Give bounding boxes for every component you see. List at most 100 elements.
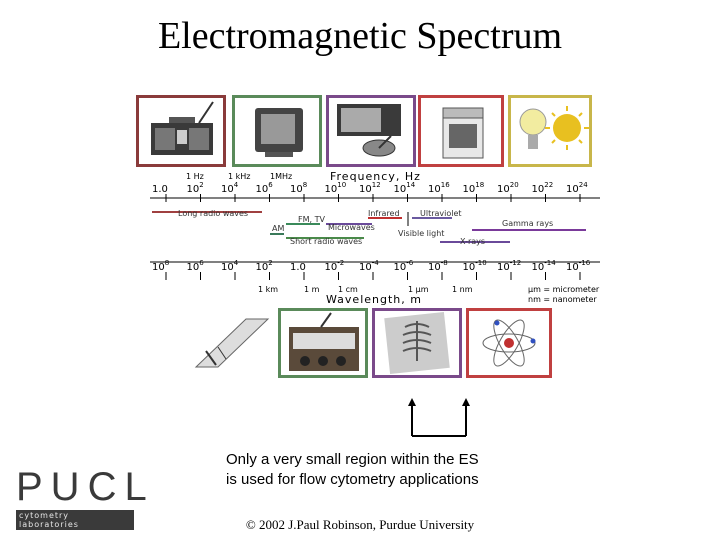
frequency-tick-base: 10 bbox=[497, 184, 510, 195]
frequency-tick-base: 10 bbox=[566, 184, 579, 195]
power-line-icon bbox=[194, 318, 270, 368]
frequency-tick-label: 1.0 bbox=[152, 184, 168, 195]
pucl-logo: PUCL cytometry laboratories bbox=[16, 465, 155, 530]
frequency-tick-base: 10 bbox=[532, 184, 545, 195]
wavelength-tick-label: 10-8 bbox=[428, 259, 448, 273]
wavelength-tick-base: 10 bbox=[497, 262, 510, 273]
oven-icon bbox=[442, 107, 484, 159]
radio-receiver-icon bbox=[289, 312, 359, 371]
atom-icon bbox=[482, 319, 536, 367]
radio-receiver-panel bbox=[278, 308, 368, 378]
freq-unit-1khz: 1 kHz bbox=[228, 172, 250, 181]
wave-unit-1um: 1 μm bbox=[408, 285, 429, 294]
frequency-tick-base: 10 bbox=[463, 184, 476, 195]
ultraviolet-label: Ultraviolet bbox=[420, 209, 462, 218]
wavelength-tick-label: 106 bbox=[187, 259, 205, 273]
frequency-tick-label: 1016 bbox=[428, 181, 450, 195]
frequency-tick-exponent: 22 bbox=[544, 181, 553, 189]
wavelength-tick-exponent: -4 bbox=[372, 259, 380, 267]
atom-panel bbox=[466, 308, 552, 378]
frequency-tick-label: 106 bbox=[256, 181, 274, 195]
gamma-label: Gamma rays bbox=[502, 219, 553, 228]
wavelength-tick-label: 10-16 bbox=[566, 259, 591, 273]
frequency-axis-title: Frequency, Hz bbox=[330, 170, 421, 183]
radio-icon bbox=[151, 101, 214, 155]
wavelength-tick-base: 10 bbox=[359, 262, 372, 273]
frequency-tick-exponent: 10 bbox=[337, 181, 346, 189]
frequency-tick-base: 10 bbox=[256, 184, 269, 195]
frequency-tick-label: 102 bbox=[187, 181, 204, 195]
frequency-tick-label: 1018 bbox=[463, 181, 485, 195]
flow-cytometry-bracket bbox=[408, 398, 470, 437]
wave-unit-1nm: 1 nm bbox=[452, 285, 473, 294]
long-radio-label: Long radio waves bbox=[178, 209, 248, 218]
light-bulb-icon bbox=[519, 106, 589, 150]
wavelength-tick-exponent: 8 bbox=[165, 259, 169, 267]
wavelength-tick-label: 10-12 bbox=[497, 259, 521, 273]
frequency-tick-base: 10 bbox=[187, 184, 200, 195]
wave-unit-1m: 1 m bbox=[304, 285, 320, 294]
frequency-tick-label: 108 bbox=[290, 181, 307, 195]
frequency-tick-label: 104 bbox=[221, 181, 239, 195]
wavelength-tick-label: 102 bbox=[256, 259, 273, 273]
freq-unit-1mhz: 1MHz bbox=[270, 172, 292, 181]
television-panel bbox=[232, 95, 322, 167]
frequency-tick-label: 1022 bbox=[532, 181, 554, 195]
wavelength-tick-exponent: 2 bbox=[268, 259, 272, 267]
wavelength-tick-exponent: -6 bbox=[406, 259, 414, 267]
wavelength-tick-label: 10-2 bbox=[325, 259, 345, 273]
pucl-logo-text: PUCL bbox=[16, 465, 155, 509]
wavelength-tick-exponent: -8 bbox=[441, 259, 448, 267]
wavelength-tick-base: 10 bbox=[566, 262, 579, 273]
wavelength-tick-base: 10 bbox=[187, 262, 200, 273]
frequency-tick-exponent: 8 bbox=[303, 181, 307, 189]
frequency-tick-exponent: 18 bbox=[475, 181, 484, 189]
wavelength-tick-exponent: 6 bbox=[199, 259, 204, 267]
xray-panel bbox=[372, 308, 462, 378]
short-radio-label: Short radio waves bbox=[290, 237, 362, 246]
wavelength-tick-base: 10 bbox=[428, 262, 441, 273]
frequency-tick-label: 1020 bbox=[497, 181, 519, 195]
pucl-logo-subtitle: cytometry laboratories bbox=[16, 510, 134, 530]
micrometer-legend: μm = micrometer bbox=[528, 285, 600, 294]
wavelength-tick-exponent: -16 bbox=[579, 259, 591, 267]
frequency-tick-base: 10 bbox=[221, 184, 234, 195]
caption: Only a very small region within the ES i… bbox=[226, 450, 536, 490]
oven-panel bbox=[418, 95, 504, 167]
frequency-tick-base: 10 bbox=[290, 184, 303, 195]
frequency-tick-base: 1.0 bbox=[152, 184, 168, 195]
frequency-tick-exponent: 24 bbox=[579, 181, 588, 189]
am-label: AM bbox=[272, 224, 284, 233]
frequency-tick-exponent: 14 bbox=[406, 181, 415, 189]
frequency-tick-label: 1024 bbox=[566, 181, 588, 195]
light-bulb-panel bbox=[508, 95, 592, 167]
microwave-oven-panel bbox=[326, 95, 416, 167]
frequency-tick-base: 10 bbox=[428, 184, 441, 195]
wavelength-tick-base: 10 bbox=[394, 262, 407, 273]
wavelength-tick-exponent: -10 bbox=[475, 259, 486, 267]
nanometer-legend: nm = nanometer bbox=[528, 295, 597, 304]
wavelength-tick-base: 10 bbox=[152, 262, 165, 273]
freq-unit-1hz: 1 Hz bbox=[186, 172, 204, 181]
frequency-tick-exponent: 16 bbox=[441, 181, 450, 189]
wavelength-tick-label: 104 bbox=[221, 259, 239, 273]
frequency-tick-base: 10 bbox=[394, 184, 407, 195]
wave-unit-1km: 1 km bbox=[258, 285, 278, 294]
wavelength-tick-label: 108 bbox=[152, 259, 169, 273]
wavelength-tick-base: 10 bbox=[463, 262, 476, 273]
caption-line-1: Only a very small region within the ES bbox=[226, 451, 479, 468]
frequency-tick-base: 10 bbox=[359, 184, 372, 195]
wavelength-tick-label: 10-4 bbox=[359, 259, 379, 273]
power-line-panel bbox=[183, 308, 273, 376]
wavelength-tick-label: 1.0 bbox=[290, 262, 306, 273]
frequency-tick-exponent: 2 bbox=[199, 181, 203, 189]
frequency-tick-exponent: 4 bbox=[234, 181, 239, 189]
frequency-tick-exponent: 6 bbox=[268, 181, 273, 189]
wavelength-tick-base: 10 bbox=[325, 262, 338, 273]
microwave-oven-icon bbox=[337, 104, 401, 157]
wavelength-tick-base: 10 bbox=[256, 262, 269, 273]
chest-xray-icon bbox=[384, 312, 450, 374]
wavelength-tick-exponent: -2 bbox=[337, 259, 344, 267]
